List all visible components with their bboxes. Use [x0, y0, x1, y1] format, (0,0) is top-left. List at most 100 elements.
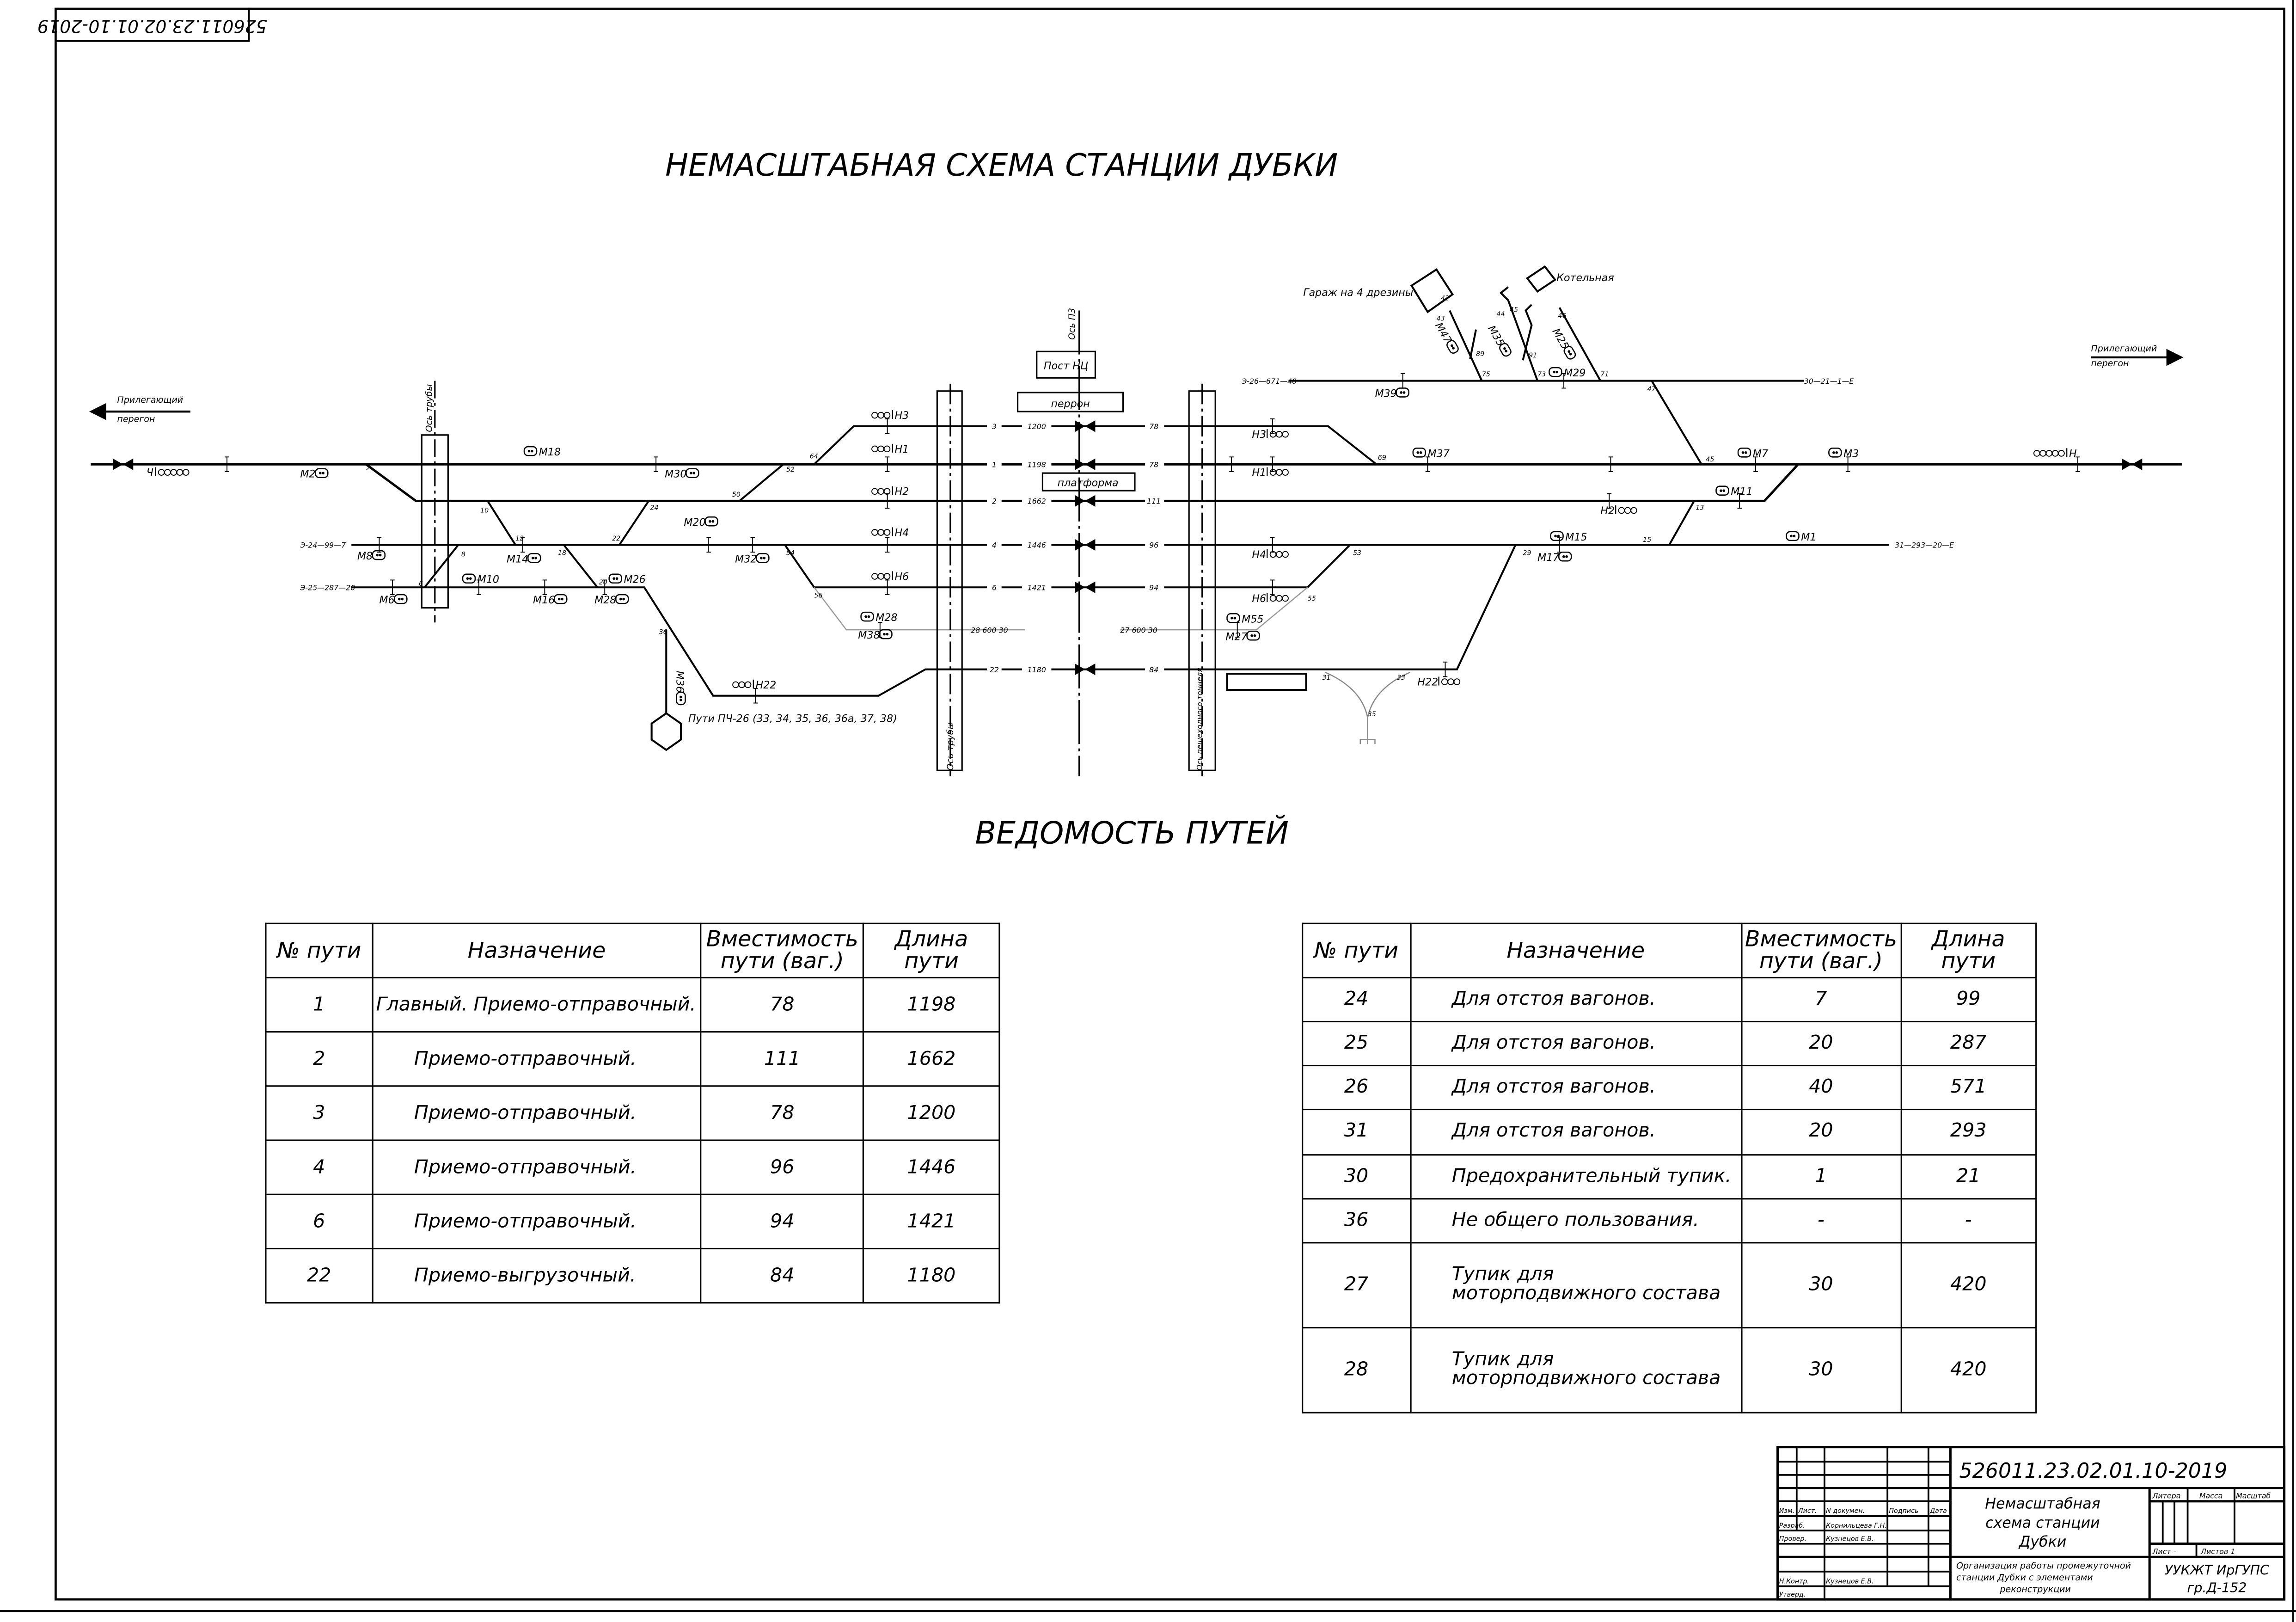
insulating-joint	[1270, 418, 1275, 434]
org-name: УУКЖТ ИрГУПС	[2165, 1562, 2269, 1578]
cell-length: 1421	[863, 1193, 1000, 1250]
signal-lamp-icon	[883, 573, 891, 580]
shunting-signal-icon	[1549, 367, 1562, 377]
crossover-24-22	[618, 500, 650, 546]
adjacent-left-label: перегон	[117, 414, 155, 424]
signal-lamp-icon	[1276, 551, 1283, 558]
shunting-signal: М6	[379, 594, 408, 606]
insulating-joint	[542, 579, 547, 596]
signal-label: М3	[1843, 448, 1859, 460]
insulating-joint	[1561, 373, 1566, 389]
cell-track-no: 30	[1302, 1153, 1411, 1199]
cell-capacity: 84	[700, 1247, 864, 1304]
cell-length: 1198	[863, 977, 1000, 1033]
switch-number: 64	[810, 453, 818, 460]
cell-length: -	[1900, 1197, 2037, 1243]
cell-track-no: 36	[1302, 1197, 1411, 1243]
drawing-frame	[54, 7, 2285, 1601]
insulating-joint	[225, 456, 229, 472]
insulating-joint	[1443, 661, 1448, 677]
bowtie-icon	[1075, 539, 1085, 551]
switch-number: 44	[1496, 311, 1505, 318]
signal-label: М37	[1428, 448, 1450, 460]
signal-lamp-icon	[1282, 469, 1289, 476]
signal-label: Н1	[1252, 467, 1266, 479]
axis-tunnel-label: Ось пешеходного тоннеля	[1195, 668, 1204, 770]
adjacent-arrows	[89, 349, 2184, 420]
switch-number: 69	[1378, 455, 1386, 462]
doc-number: 526011.23.02.01.10-2019	[1959, 1459, 2227, 1483]
shunting-signal-icon	[879, 629, 893, 639]
subject-text: станции Дубки с элементами	[1956, 1573, 2093, 1583]
shunting-signal: М36	[673, 671, 686, 706]
switch-number: 29	[1523, 550, 1531, 557]
signal-label: Н6	[894, 571, 909, 583]
axes	[421, 310, 1216, 776]
header-track-no: № пути	[1302, 922, 1411, 979]
crossover-52-50	[739, 463, 784, 502]
insulating-joint	[520, 537, 525, 553]
switch-number: 89	[1476, 350, 1484, 358]
signal-label: М18	[539, 446, 561, 458]
shunting-signal: М17	[1537, 551, 1572, 564]
mass-label: Масса	[2199, 1492, 2223, 1500]
cell-track-no: 22	[265, 1247, 373, 1304]
shunting-signal-icon	[860, 611, 874, 622]
insulating-joint	[390, 579, 395, 596]
post-box	[1036, 350, 1096, 379]
signal-lamp-icon	[871, 412, 878, 419]
switch-number: 52	[786, 466, 795, 473]
cell-track-no: 25	[1302, 1021, 1411, 1067]
signal-lamp-icon	[1447, 678, 1454, 685]
track-number: 4	[992, 541, 997, 550]
track-length: 1662	[1028, 497, 1046, 506]
adjacent-left-label: Прилегающий	[117, 395, 183, 405]
switch-number: 91	[1529, 352, 1537, 359]
train-signal: Н22	[732, 679, 776, 691]
insulating-joint	[1607, 493, 1612, 509]
shunting-signal: М8	[357, 550, 386, 562]
signal-label: М15	[1565, 531, 1587, 543]
shunting-signal: М18	[523, 446, 561, 458]
shunting-signal: М32	[735, 553, 770, 565]
role-label: Провер.	[1779, 1535, 1806, 1542]
arrow-left-icon	[89, 403, 106, 420]
signal-lamp-icon	[1624, 507, 1631, 514]
cell-length: 1446	[863, 1139, 1000, 1195]
header-track-no: № пути	[265, 922, 373, 979]
insulating-joint	[477, 579, 481, 596]
shunting-signal: М15	[1550, 531, 1587, 543]
signal-lamp-icon	[883, 445, 891, 453]
switch-number: 47	[1647, 386, 1656, 393]
insulating-joint	[706, 537, 711, 553]
subject-text: реконструкции	[2000, 1584, 2071, 1594]
track-capacity: 111	[1147, 497, 1161, 506]
crossover-18-20	[563, 544, 599, 588]
signal-label: М17	[1537, 552, 1559, 564]
insulating-joint	[1753, 456, 1758, 472]
signal-label: М25	[1550, 326, 1571, 351]
garage-label: Гараж на 4 дрезины	[1303, 287, 1413, 299]
shunting-signal: М28	[860, 611, 898, 624]
train-signal: Н1	[1252, 467, 1289, 479]
spur-45	[1522, 304, 1533, 361]
signal-lamp-icon	[1453, 678, 1461, 685]
drawing-name: схема станции	[1985, 1515, 2100, 1531]
platform-box	[1041, 472, 1136, 492]
train-signal: Н4	[871, 527, 909, 539]
stamp-text: 526011.23.02.01.10-2019	[37, 16, 267, 36]
shunting-signal-icon	[1446, 340, 1459, 354]
train-signal: Н2	[871, 486, 909, 498]
arrow-right-icon	[2166, 349, 2184, 366]
shunting-signal: М37	[1412, 448, 1450, 460]
shunting-signal-icon	[1550, 531, 1564, 541]
signal-label: Н	[2069, 448, 2077, 460]
track-end-label: Э-25—287—20	[300, 584, 355, 592]
